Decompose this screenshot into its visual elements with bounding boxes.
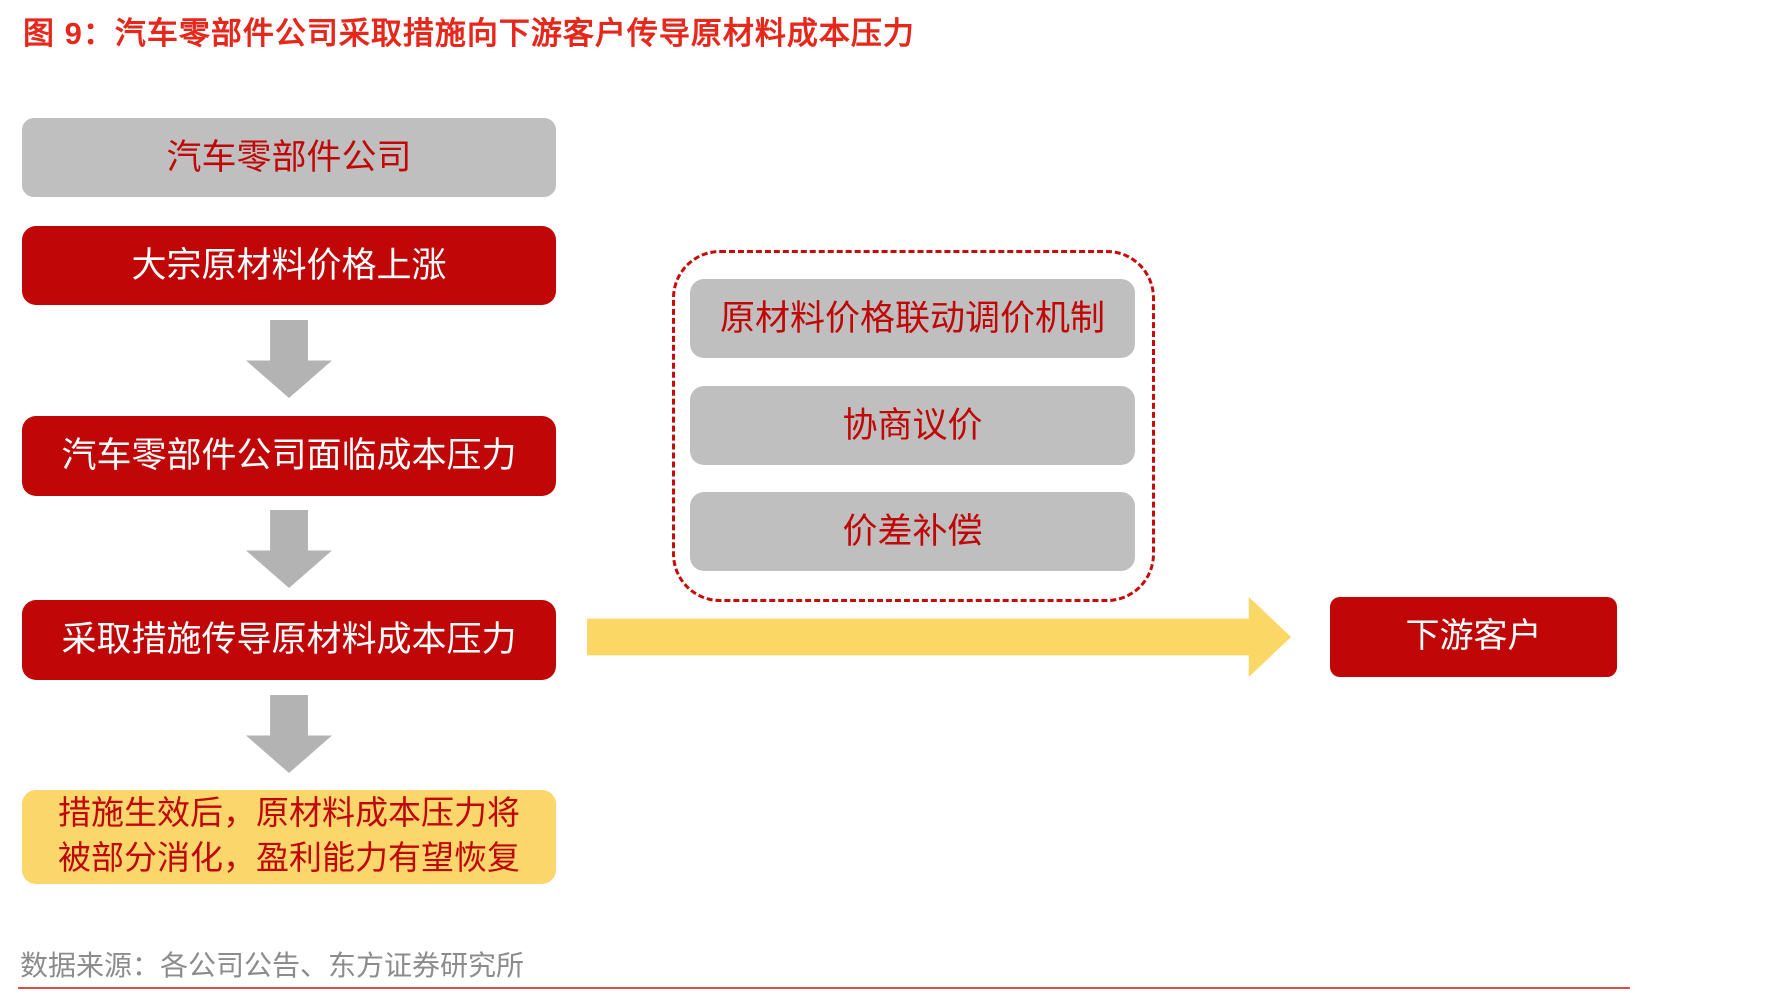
flow-box-step2-label: 汽车零部件公司面临成本压力 [61, 436, 517, 475]
flow-box-entity: 汽车零部件公司 [22, 118, 556, 197]
flow-box-target: 下游客户 [1330, 597, 1617, 677]
flow-box-step2: 汽车零部件公司面临成本压力 [22, 416, 556, 496]
flow-box-target-label: 下游客户 [1405, 617, 1542, 655]
down-arrow-icon-1 [246, 320, 332, 398]
flow-box-result-line2: 被部分消化，盈利能力有望恢复 [58, 841, 520, 877]
down-arrow-icon-2 [246, 510, 332, 588]
measures-group-outline [672, 250, 1155, 602]
measure-box-price-linkage-label: 原材料价格联动调价机制 [719, 298, 1105, 338]
data-source-note: 数据来源：各公司公告、东方证券研究所 [20, 950, 525, 981]
measure-box-price-linkage: 原材料价格联动调价机制 [690, 279, 1135, 358]
flow-box-result: 措施生效后，原材料成本压力将 被部分消化，盈利能力有望恢复 [22, 790, 556, 884]
flow-box-entity-label: 汽车零部件公司 [166, 137, 412, 177]
flow-box-result-line1: 措施生效后，原材料成本压力将 [58, 796, 520, 832]
flow-box-step1-label: 大宗原材料价格上涨 [131, 245, 447, 285]
figure-title: 图 9：汽车零部件公司采取措施向下游客户传导原材料成本压力 [23, 16, 915, 51]
flow-box-step3-label: 采取措施传导原材料成本压力 [61, 620, 517, 659]
measure-box-negotiation-label: 协商议价 [842, 405, 983, 445]
flow-box-step3: 采取措施传导原材料成本压力 [22, 600, 556, 680]
measure-box-negotiation: 协商议价 [690, 386, 1135, 465]
down-arrow-icon-3 [246, 695, 332, 773]
measure-box-price-gap-compensation: 价差补偿 [690, 492, 1135, 571]
right-arrow-icon [587, 597, 1291, 677]
flow-box-step1: 大宗原材料价格上涨 [22, 226, 556, 305]
bottom-divider-line [18, 987, 1630, 989]
measure-box-price-gap-compensation-label: 价差补偿 [842, 511, 983, 551]
